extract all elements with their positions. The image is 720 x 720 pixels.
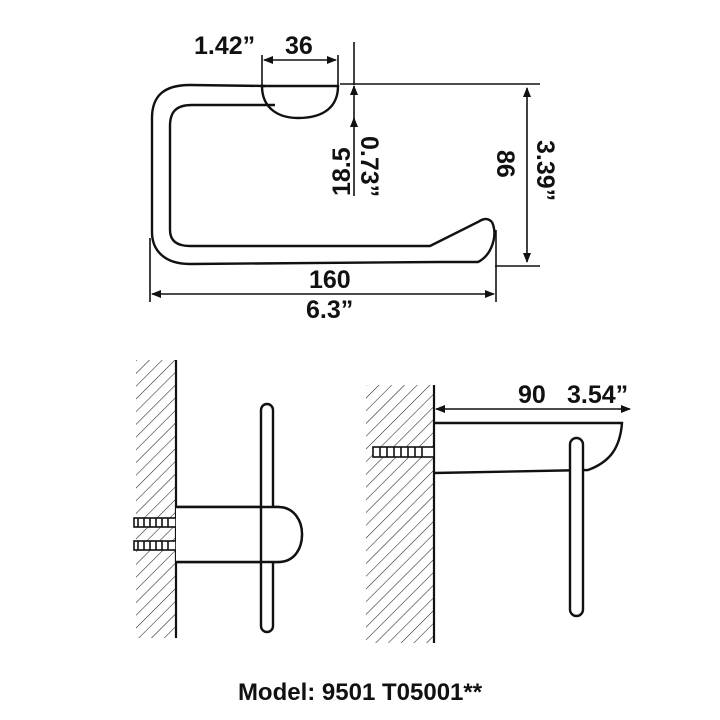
depth-mm-label: 90 — [518, 381, 546, 409]
height-in-label: 3.39” — [531, 140, 559, 201]
mount-body-right — [433, 421, 624, 475]
wall-hatch-left — [136, 360, 176, 638]
length-mm-label: 160 — [309, 266, 351, 294]
wall-anchor-upper — [133, 517, 177, 528]
top-width-mm-label: 36 — [285, 32, 313, 60]
ring-outer-outline — [150, 83, 496, 266]
wall-anchor-lower — [133, 540, 177, 551]
dimension-gap: 18.5 0.73” — [328, 42, 383, 197]
dimension-height: 86 3.39” — [340, 83, 559, 267]
ring-rod-right — [568, 436, 585, 618]
depth-in-label: 3.54” — [567, 381, 628, 409]
gap-mm-label: 18.5 — [328, 147, 356, 196]
wall-mount-cap — [260, 84, 340, 120]
top-view — [150, 83, 496, 266]
length-in-label: 6.3” — [306, 296, 353, 324]
model-label: Model: 9501 T05001** — [238, 679, 483, 706]
dimension-length: 160 6.3” — [149, 230, 497, 324]
side-view-right — [366, 385, 624, 643]
dimension-depth: 90 3.54” — [433, 381, 631, 420]
gap-in-label: 0.73” — [355, 136, 383, 197]
wall-hatch-right — [366, 385, 434, 643]
wall-anchor-right — [372, 446, 435, 458]
height-mm-label: 86 — [491, 150, 519, 178]
top-width-in-label: 1.42” — [194, 32, 255, 60]
ring-inner-outline — [168, 103, 493, 248]
dimension-top-width: 1.42” 36 — [194, 32, 339, 88]
side-view-left — [133, 360, 304, 638]
